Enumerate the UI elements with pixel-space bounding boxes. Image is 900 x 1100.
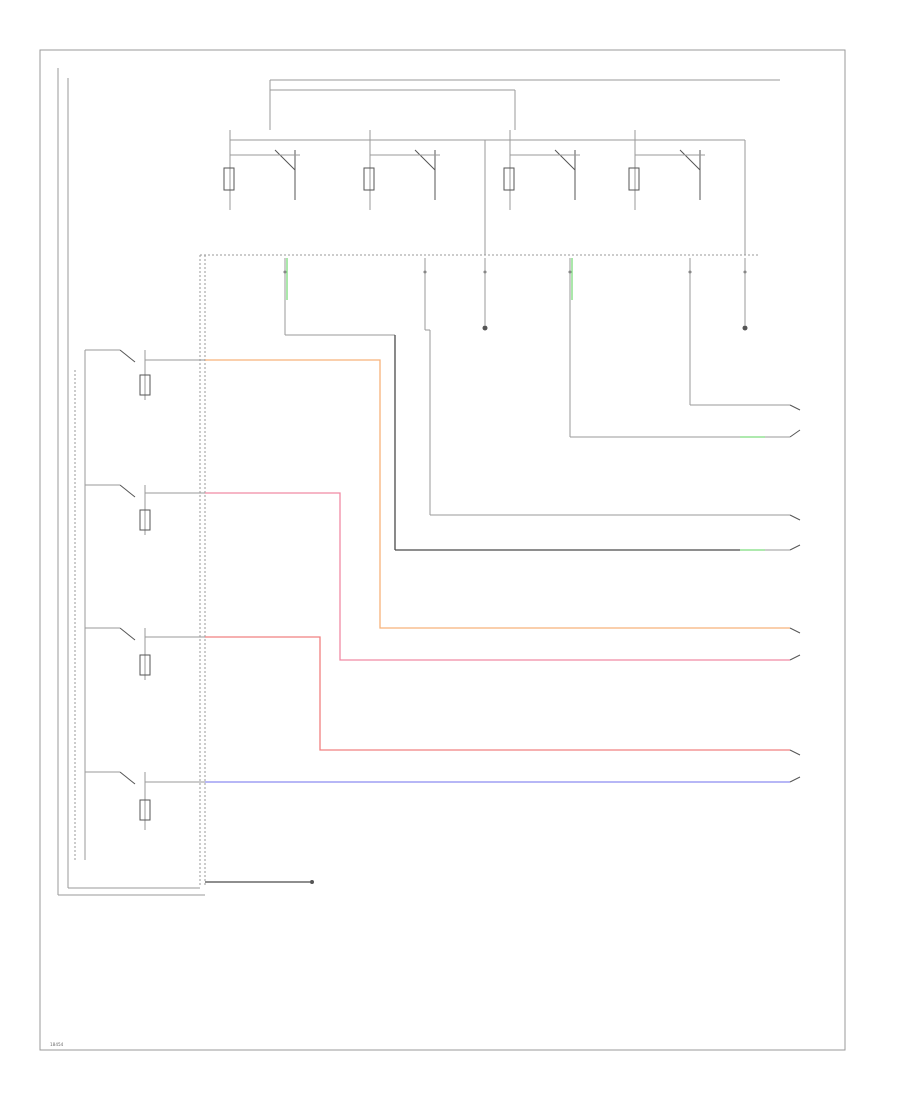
relay-left-door-1 bbox=[223, 130, 300, 210]
switch-1 bbox=[85, 349, 205, 400]
relay-coil-icon bbox=[363, 167, 375, 191]
diagram-frame bbox=[39, 49, 846, 1051]
ground-symbol-icon bbox=[310, 880, 314, 884]
red-wire bbox=[205, 636, 790, 751]
bottom-ground bbox=[205, 880, 314, 884]
ground-symbol-icon bbox=[482, 325, 488, 331]
colored-wires bbox=[205, 359, 790, 783]
relay-coil-icon bbox=[503, 167, 515, 191]
connector-row bbox=[199, 254, 760, 885]
relay-group-top bbox=[223, 130, 746, 255]
pink-wire bbox=[205, 492, 790, 661]
relay-coil-icon bbox=[139, 509, 151, 531]
relay-coil-icon bbox=[139, 654, 151, 676]
left-power-feed bbox=[57, 68, 205, 896]
relay-coil-icon bbox=[139, 799, 151, 821]
relay-coil-icon bbox=[139, 374, 151, 396]
relay-right-door-1 bbox=[363, 130, 440, 210]
switch-2 bbox=[85, 484, 205, 535]
switch-4 bbox=[85, 771, 205, 830]
relay-coil-icon bbox=[223, 167, 235, 191]
right-terminals bbox=[789, 404, 801, 783]
relay-right-door-2 bbox=[628, 130, 705, 210]
top-feed-bus bbox=[230, 79, 780, 141]
diagram-code: 18454 bbox=[50, 1042, 64, 1047]
left-switch-assemblies bbox=[85, 349, 205, 830]
vertical-drops bbox=[284, 258, 790, 551]
ground-symbol-icon bbox=[742, 325, 748, 331]
relay-coil-icon bbox=[628, 167, 640, 191]
orange-wire bbox=[205, 359, 790, 629]
relay-left-door-2 bbox=[503, 130, 580, 210]
switch-3 bbox=[85, 627, 205, 680]
